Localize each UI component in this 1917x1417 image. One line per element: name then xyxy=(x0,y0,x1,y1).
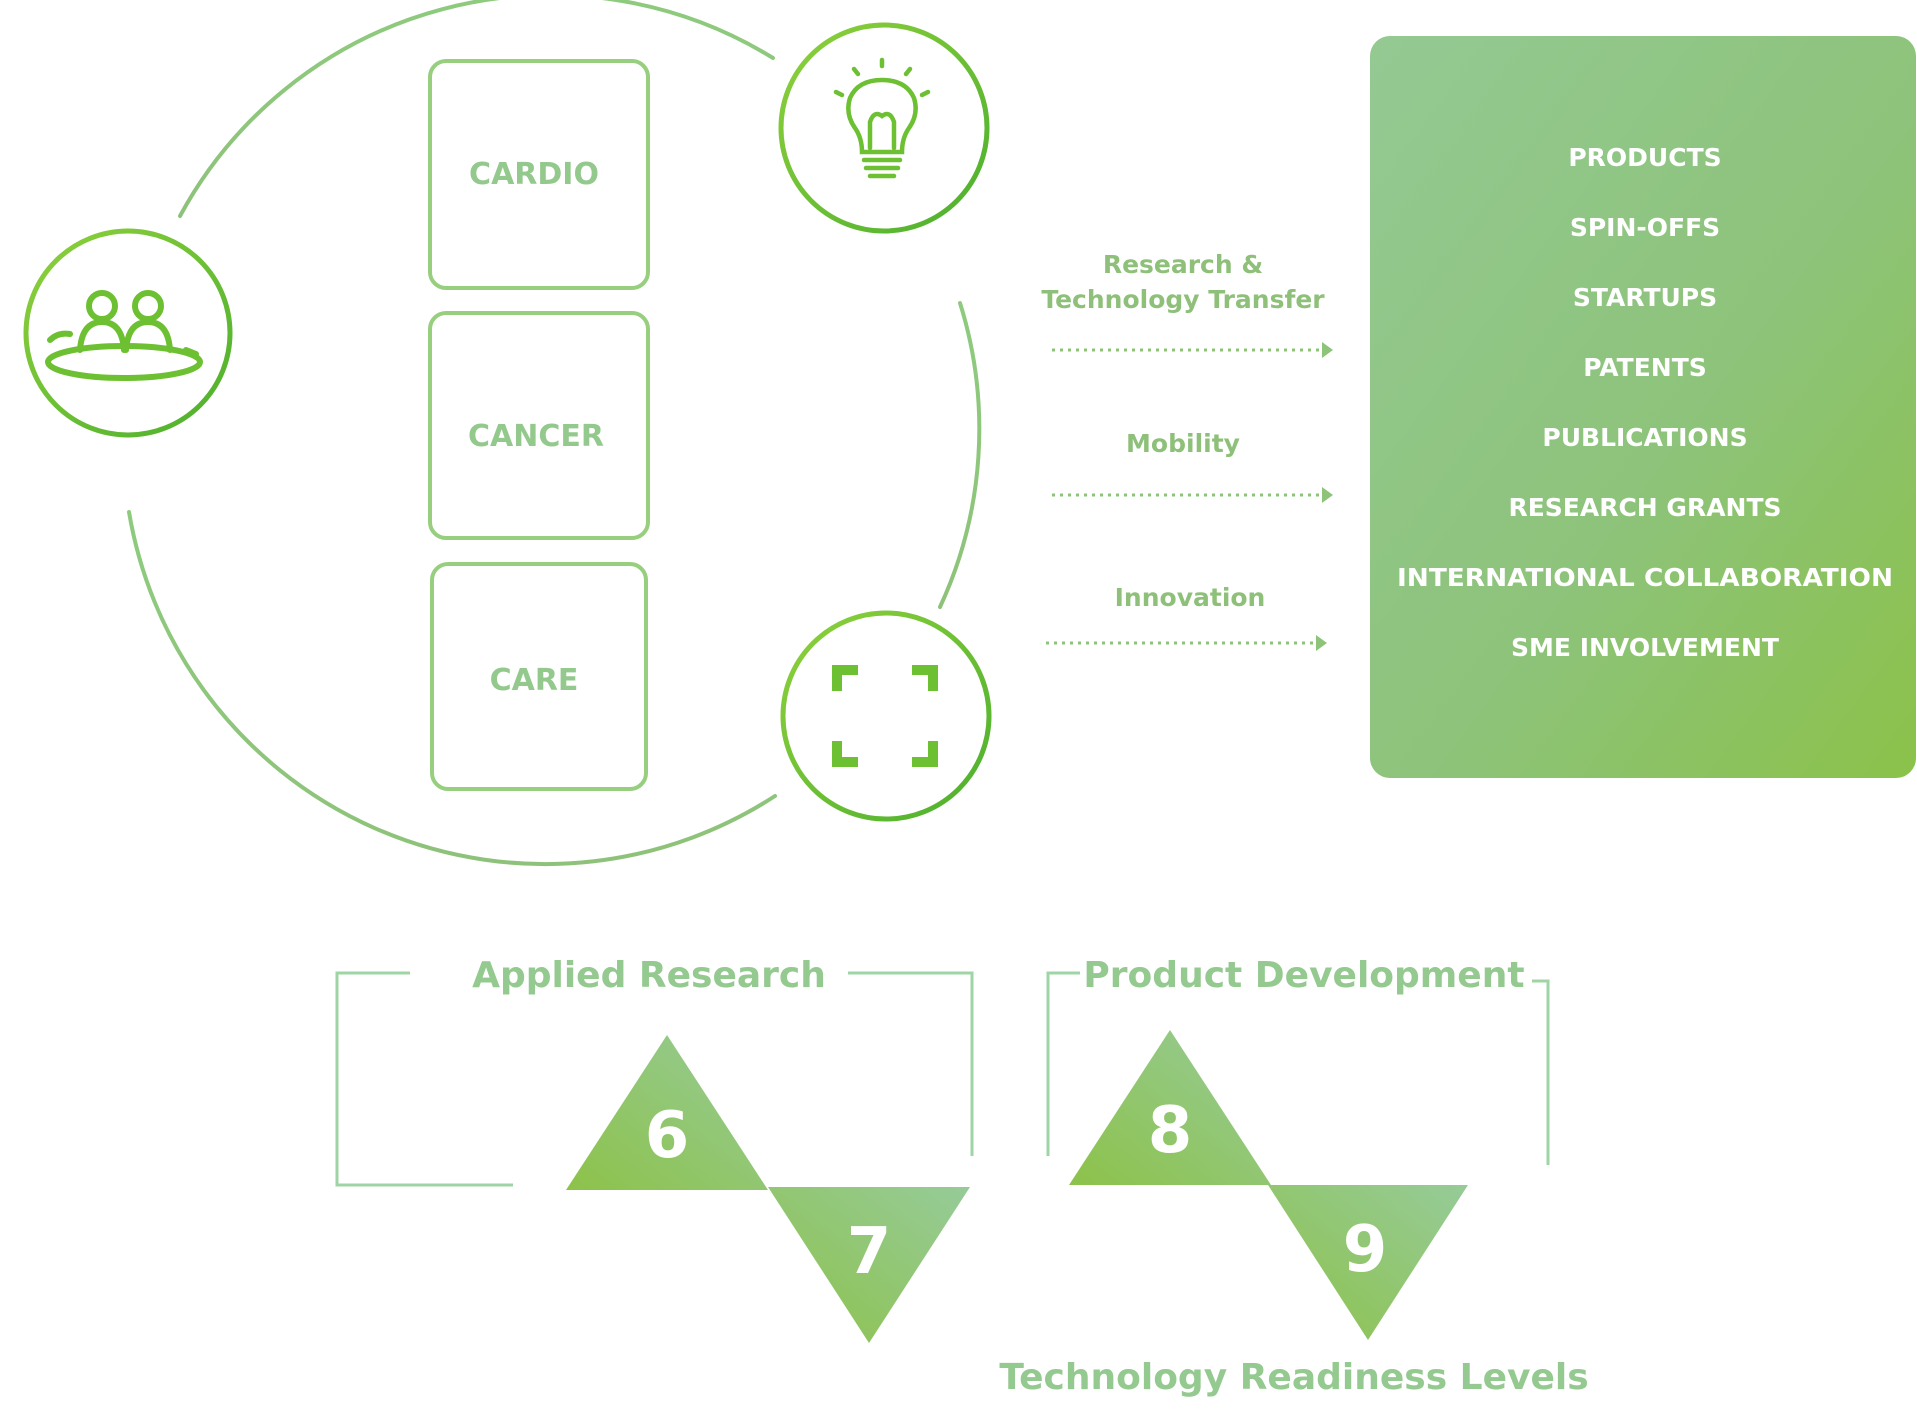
output-item: PATENTS xyxy=(1583,353,1707,382)
flow-innovation: Innovation xyxy=(1046,583,1327,651)
output-item: STARTUPS xyxy=(1573,283,1717,312)
arrow-head-icon xyxy=(1316,635,1327,651)
trl-level-number: 8 xyxy=(1148,1094,1193,1168)
trl-level-number: 9 xyxy=(1343,1213,1388,1287)
flow-label: Innovation xyxy=(1115,583,1266,612)
flow-label: Mobility xyxy=(1126,429,1240,458)
output-item: RESEARCH GRANTS xyxy=(1508,493,1781,522)
cycle-ring xyxy=(127,0,982,867)
lightbulb-icon xyxy=(778,22,990,234)
flow-mobility: Mobility xyxy=(1052,429,1333,503)
outputs-panel: PRODUCTS SPIN-OFFS STARTUPS PATENTS PUBL… xyxy=(1370,36,1916,778)
flow-research-transfer: Research & Technology Transfer xyxy=(1041,250,1333,358)
category-box-care: CARE xyxy=(430,562,648,791)
trl-level-7: 7 xyxy=(768,1187,970,1343)
trl-level-number: 6 xyxy=(645,1099,690,1173)
arrow-head-icon xyxy=(1322,487,1333,503)
category-box-cancer: CANCER xyxy=(428,311,650,540)
category-label: CANCER xyxy=(468,419,604,454)
output-item: SPIN-OFFS xyxy=(1570,213,1720,242)
flow-label: Research & xyxy=(1103,250,1263,279)
output-item: PUBLICATIONS xyxy=(1542,423,1747,452)
output-item: PRODUCTS xyxy=(1568,143,1721,172)
trl-level-6: 6 xyxy=(566,1035,768,1190)
category-box-cardio: CARDIO xyxy=(428,59,650,290)
trl-level-8: 8 xyxy=(1069,1030,1271,1185)
focus-frame-icon xyxy=(780,610,992,822)
trl-level-number: 7 xyxy=(847,1215,892,1289)
bracket-product-development xyxy=(1046,971,1550,1165)
trl-group-label: Applied Research xyxy=(472,955,826,996)
bracket-applied-research xyxy=(335,971,974,1187)
category-label: CARDIO xyxy=(469,157,599,192)
output-item: INTERNATIONAL COLLABORATION xyxy=(1397,563,1893,592)
trl-caption: Technology Readiness Levels xyxy=(999,1357,1588,1398)
people-icon xyxy=(23,228,233,438)
flow-label: Technology Transfer xyxy=(1041,285,1325,314)
trl-group-label: Product Development xyxy=(1083,955,1524,996)
category-label: CARE xyxy=(490,663,579,698)
trl-level-9: 9 xyxy=(1268,1185,1468,1340)
arrow-head-icon xyxy=(1322,342,1333,358)
output-item: SME INVOLVEMENT xyxy=(1511,633,1779,662)
